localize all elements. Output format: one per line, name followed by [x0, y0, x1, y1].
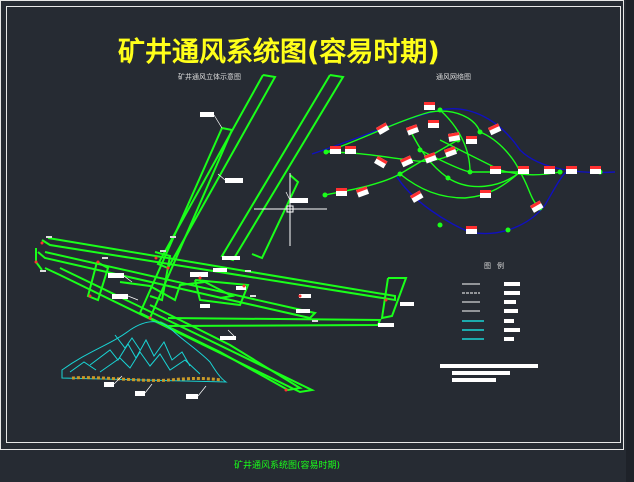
network-green-5 — [324, 139, 459, 196]
legend-title: 图例 — [484, 262, 510, 270]
drawing-border-outer — [0, 0, 624, 450]
network-green-1 — [325, 110, 481, 153]
airway-inclined-2 — [251, 174, 300, 260]
airway-return — [159, 317, 382, 328]
airway-panel-4 — [204, 281, 236, 299]
network-blue-arc-upper — [311, 108, 616, 174]
airway-level-upper — [41, 237, 396, 302]
network-blue-arc-lower — [395, 171, 567, 235]
ventilation-3d-schematic — [35, 74, 408, 394]
left-view-title: 矿井通风立体示意图 — [178, 73, 241, 81]
airway-panel-2 — [149, 251, 172, 302]
drawing-border-inner — [6, 6, 621, 443]
cad-crosshair-cursor-icon — [254, 173, 327, 246]
schematic-labels — [104, 112, 414, 399]
drawing-caption: 矿井通风系统图(容易时期) — [234, 461, 341, 471]
right-view-title: 通风网络图 — [436, 73, 471, 81]
drawing-title: 矿井通风系统图(容易时期) — [118, 37, 440, 68]
schematic-leaders — [113, 114, 291, 397]
viewport-edge — [626, 0, 634, 482]
schematic-small-labels — [40, 236, 318, 322]
airway-right-branch — [380, 277, 408, 320]
airway-panel-3 — [194, 279, 250, 307]
airway-stope — [139, 304, 303, 392]
airway-shaft-1 — [156, 74, 277, 270]
network-green-9 — [439, 109, 471, 173]
terrain-outcrop — [61, 321, 228, 383]
network-branch-labels — [330, 102, 601, 234]
network-green-8 — [399, 171, 521, 199]
airway-panel-1 — [86, 261, 110, 302]
airway-shaft-2 — [220, 74, 345, 262]
airway-level-lower — [44, 267, 316, 394]
legend-symbols — [440, 282, 538, 382]
schematic-node-markers — [34, 241, 388, 392]
airway-connector — [119, 281, 206, 302]
airway-left-spur — [35, 248, 43, 271]
coal-seam — [71, 376, 223, 382]
